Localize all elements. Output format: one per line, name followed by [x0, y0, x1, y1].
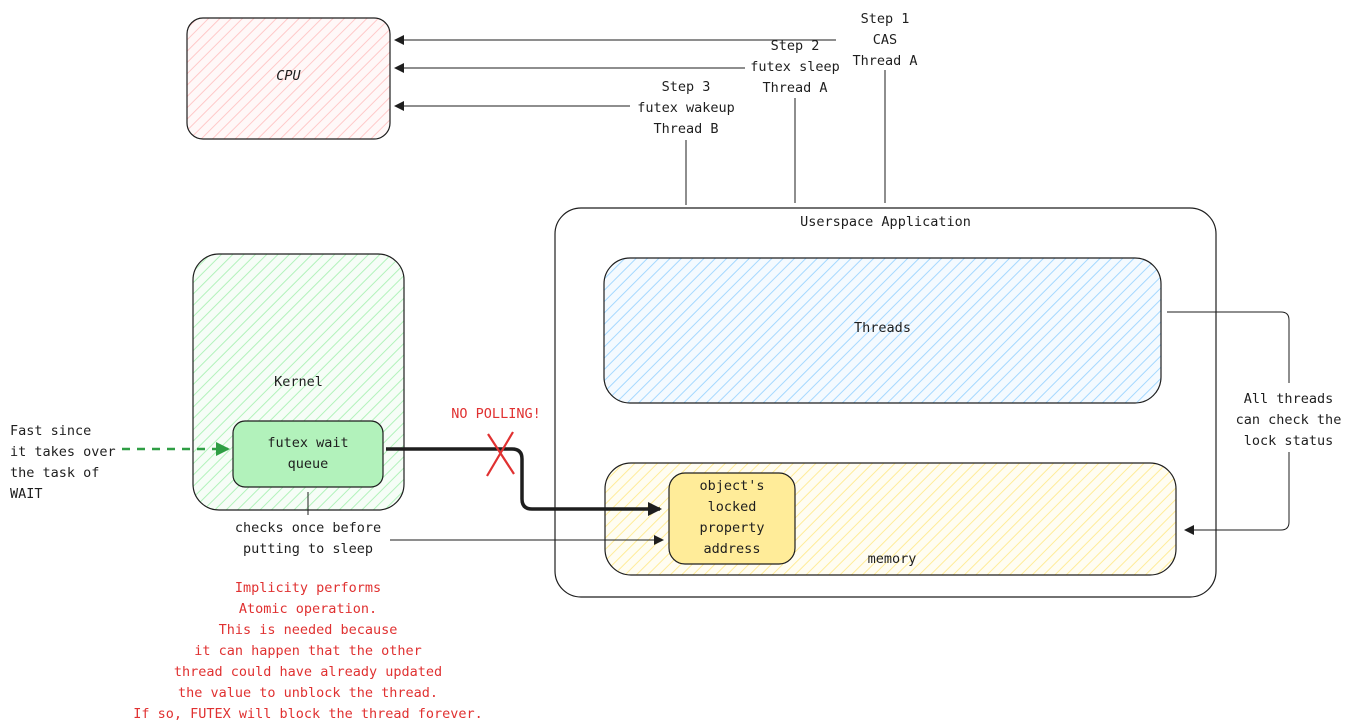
memory-label: memory — [867, 551, 917, 567]
cpu-node — [186, 17, 391, 140]
fast-since-label: Fast since it takes over the task of WAI… — [10, 423, 116, 502]
check-once-label: checks once before putting to sleep — [234, 520, 382, 557]
threads-node — [603, 257, 1162, 404]
no-polling-label: NO POLLING! — [451, 406, 541, 422]
atomic-note: Implicity performs Atomic operation. Thi… — [133, 580, 483, 722]
locked-property-label: object's locked property address — [699, 478, 765, 557]
threads-label: Threads — [854, 320, 911, 336]
step2-edge — [395, 68, 796, 203]
step1-label: Step 1 CAS Thread A — [852, 11, 918, 69]
step2-label: Step 2 futex sleep Thread A — [750, 38, 840, 96]
threads-to-memory-edge — [1167, 311, 1290, 530]
check-once-edge — [307, 492, 663, 540]
step3-edge — [395, 106, 687, 205]
no-polling-edge — [386, 447, 662, 516]
step1-edge — [395, 40, 886, 203]
threads-to-memory-label: All threads can check the lock status — [1235, 391, 1342, 449]
step3-label: Step 3 futex wakeup Thread B — [637, 79, 735, 137]
kernel-label: Kernel — [274, 374, 323, 390]
userspace-label: Userspace Application — [800, 214, 971, 230]
no-polling-cross-icon — [486, 431, 515, 477]
futex-queue-node — [232, 420, 384, 488]
locked-property-node — [668, 472, 796, 565]
futex-queue-label: futex wait queue — [267, 435, 349, 472]
cpu-label: CPU — [276, 68, 301, 84]
